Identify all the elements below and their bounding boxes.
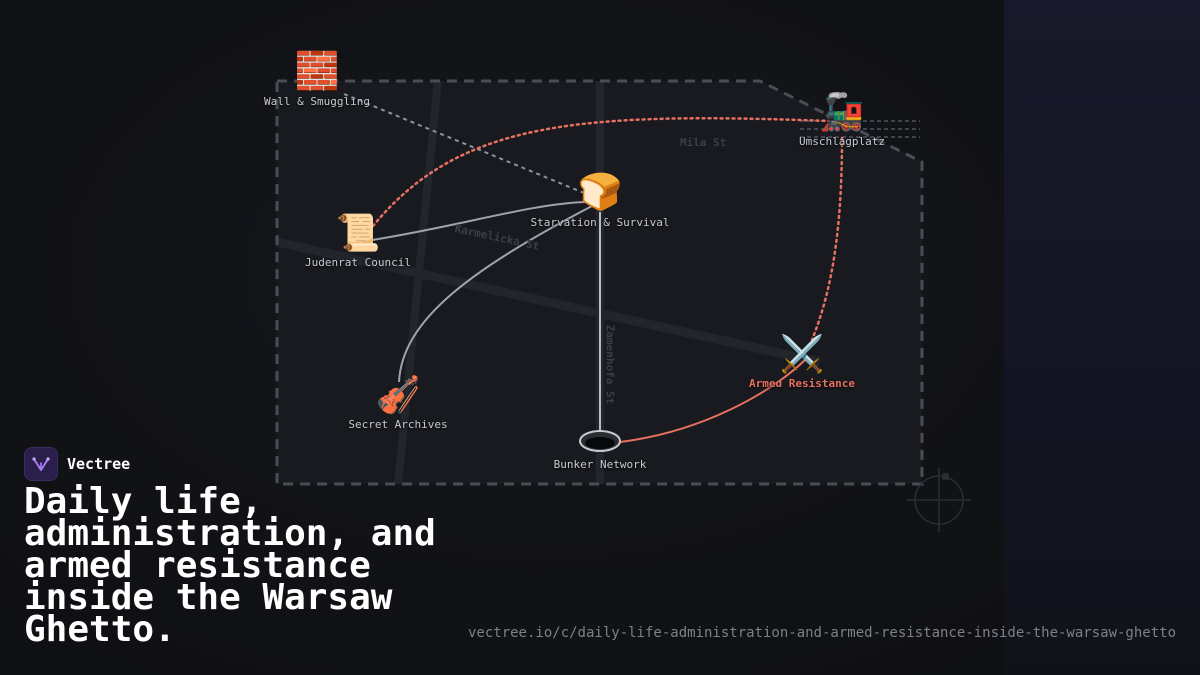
locomotive-icon[interactable]: 🚂 [819,92,865,133]
street-line-karmelicka [276,237,821,367]
node-label-judenrat: Judenrat Council [305,256,411,269]
node-label-bunker: Bunker Network [553,458,647,471]
edge-umschlag-armed [810,136,844,342]
street-label-mila: Mila St [680,136,727,149]
brand[interactable]: Vectree [24,447,130,481]
node-label-wall: Wall & Smuggling [264,95,370,108]
edge-bunker-armed [619,359,806,443]
edge-judenrat-umschlag [371,117,832,228]
node-label-armed-resistance: Armed Resistance [749,377,855,390]
manhole-icon[interactable] [579,430,621,452]
node-label-starvation: Starvation & Survival [530,216,670,229]
bread-icon[interactable]: 🍞 [577,172,623,213]
brick-wall-icon[interactable]: 🧱 [294,51,340,92]
node-label-secret-archives: Secret Archives [348,418,448,431]
page-url[interactable]: vectree.io/c/daily-life-administration-a… [467,625,1176,641]
page-title: Daily life, administration, and armed re… [24,481,436,650]
crossed-swords-icon[interactable]: ⚔️ [779,334,825,375]
street-line-vertical-west [394,80,442,485]
rail-tracks [800,120,920,138]
edge-starvation-archives [398,205,593,383]
edge-judenrat-starvation [371,201,586,241]
violin-icon[interactable]: 🎻 [375,375,421,416]
crosshair-icon [907,468,971,532]
street-label-zamenhofa: Zamenhofa St [603,324,617,405]
ghetto-boundary [275,79,924,486]
edge-wall-starvation [343,93,585,194]
brand-name: Vectree [67,455,131,473]
vectree-logo-icon [24,447,58,481]
background-glow [1004,0,1200,675]
scroll-icon[interactable]: 📜 [335,213,381,254]
node-label-umschlagplatz: Umschlagplatz [798,135,886,148]
